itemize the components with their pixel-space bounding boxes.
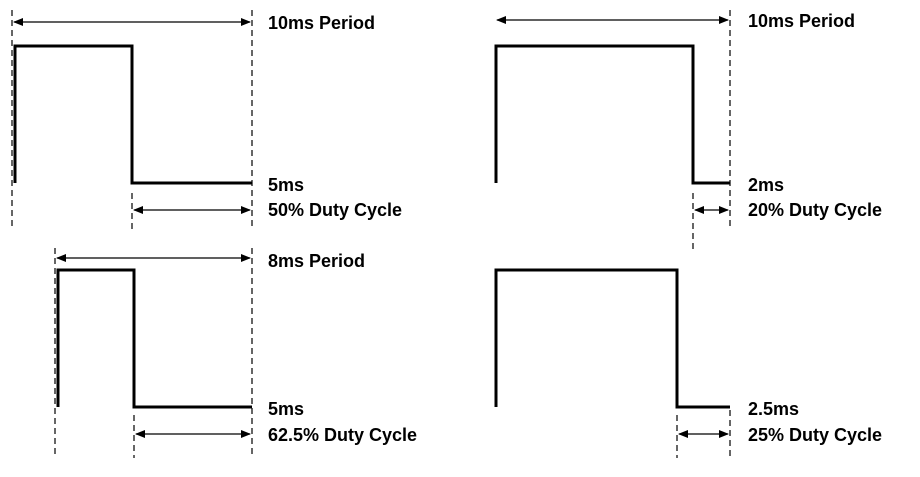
square-wave bbox=[13, 44, 252, 185]
period-label: 10ms Period bbox=[268, 13, 375, 33]
square-wave bbox=[494, 44, 730, 185]
duty-cycle-label: 20% Duty Cycle bbox=[748, 200, 882, 220]
period-label: 8ms Period bbox=[268, 251, 365, 271]
duty-cycle-label: 25% Duty Cycle bbox=[748, 425, 882, 445]
duty-cycle-label: 62.5% Duty Cycle bbox=[268, 425, 417, 445]
square-wave bbox=[494, 268, 730, 409]
waveform-panel-50-percent: 10ms Period 5ms 50% Duty Cycle bbox=[11, 10, 402, 232]
pulse-width-label: 2.5ms bbox=[748, 399, 799, 419]
pulse-width-label: 5ms bbox=[268, 175, 304, 195]
waveform-panel-25-percent: 2.5ms 25% Duty Cycle bbox=[494, 268, 882, 458]
pulse-width-label: 5ms bbox=[268, 399, 304, 419]
waveform-panel-20-percent: 10ms Period 2ms 20% Duty Cycle bbox=[494, 10, 882, 252]
waveform-panel-62-5-percent: 8ms Period 5ms 62.5% Duty Cycle bbox=[54, 248, 417, 458]
pulse-width-label: 2ms bbox=[748, 175, 784, 195]
duty-cycle-label: 50% Duty Cycle bbox=[268, 200, 402, 220]
square-wave bbox=[56, 268, 252, 409]
period-label: 10ms Period bbox=[748, 11, 855, 31]
